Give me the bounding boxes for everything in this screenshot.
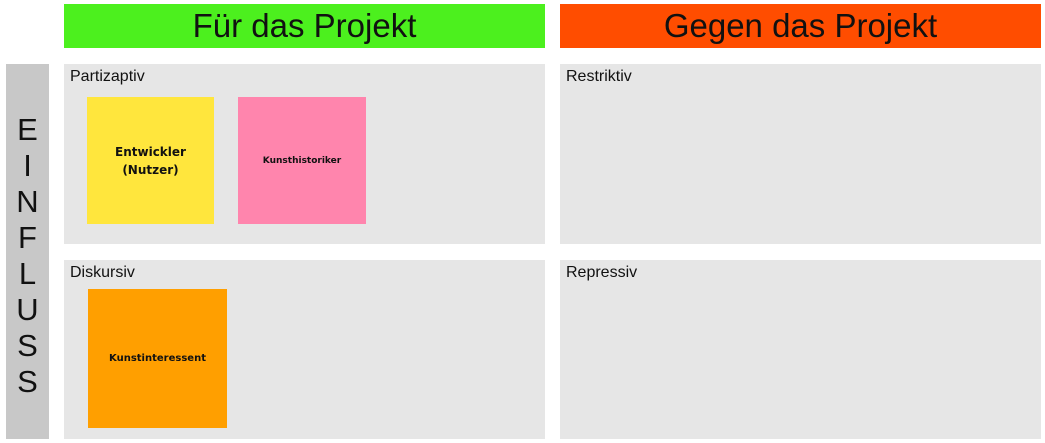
quadrant-label: Diskursiv xyxy=(70,264,135,281)
influence-letter: E xyxy=(17,112,38,147)
quadrant-label: Restriktiv xyxy=(566,68,632,85)
influence-letter: U xyxy=(16,292,39,327)
sticky-note-art-enthusiast[interactable]: Kunstinteressent xyxy=(88,289,227,428)
influence-letter: N xyxy=(16,184,39,219)
quadrant-label: Partizaptiv xyxy=(70,68,145,85)
quadrant-restrictive: Restriktiv xyxy=(560,64,1041,244)
influence-letter: I xyxy=(23,148,32,183)
header-against-project: Gegen das Projekt xyxy=(560,4,1041,48)
influence-sidebar: E I N F L U S S xyxy=(6,64,49,439)
header-for-project: Für das Projekt xyxy=(64,4,545,48)
influence-letter: F xyxy=(18,220,37,255)
sticky-note-developer[interactable]: Entwickler (Nutzer) xyxy=(87,97,214,224)
influence-letter: L xyxy=(18,256,37,291)
sticky-note-art-historian[interactable]: Kunsthistoriker xyxy=(238,97,366,224)
quadrant-label: Repressiv xyxy=(566,264,638,281)
influence-letter: S xyxy=(17,328,38,363)
quadrant-repressive: Repressiv xyxy=(560,260,1041,439)
influence-letter: S xyxy=(17,364,38,399)
